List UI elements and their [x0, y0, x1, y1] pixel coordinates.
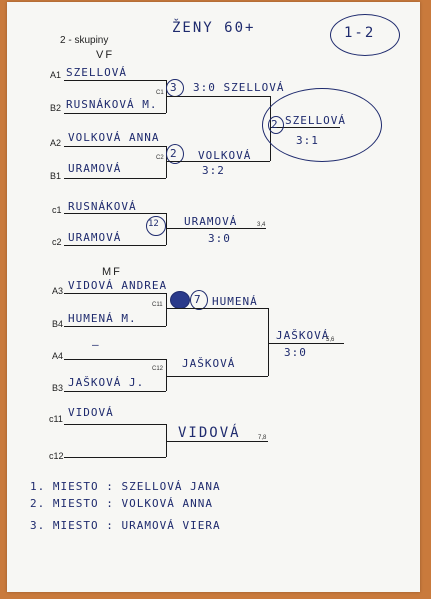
match34-score: 3:0 [208, 232, 231, 245]
slot-c12-lower: c12 [49, 451, 64, 461]
final12-court: 2 [271, 118, 279, 131]
final12-oval [262, 88, 382, 162]
slot-b2: B2 [50, 103, 62, 113]
match1-player2: RUSNÁKOVÁ M. [66, 98, 158, 111]
match34-player2: URAMOVÁ [68, 231, 122, 244]
category-badge-circle [330, 14, 400, 56]
match34-result-line [166, 228, 266, 229]
match34-player1: RUSNÁKOVÁ [68, 200, 137, 213]
match3-court: 7 [194, 293, 202, 306]
match2-player1: VOLKOVÁ ANNA [68, 131, 160, 144]
slot-a1: A1 [50, 70, 62, 80]
final12-court-circle [268, 116, 284, 134]
match2-winner: VOLKOVÁ [198, 149, 252, 162]
slot-c11-upper: C11 [152, 302, 163, 308]
match78-player1: VIDOVÁ [68, 406, 114, 419]
match78-line-top [64, 424, 166, 425]
match78-winner: VIDOVÁ [178, 425, 241, 441]
slot-c2-upper: C2 [156, 155, 164, 161]
slot-a3: A3 [52, 286, 64, 296]
final56-bracket [268, 308, 269, 376]
group-label: 2 - skupiny [60, 35, 109, 46]
match78-bracket [166, 424, 167, 457]
final12-winner: SZELLOVÁ [285, 114, 346, 127]
match1-court: 3 [170, 81, 178, 94]
match2-court: 2 [170, 147, 178, 160]
match34-winner: URAMOVÁ [184, 215, 238, 228]
match34-bracket [166, 213, 167, 245]
match2-line-top [64, 146, 166, 147]
match3-player1: VIDOVÁ ANDREA [68, 279, 168, 292]
place-5-6: 5,6 [326, 337, 335, 343]
match1-line-top [64, 80, 166, 81]
final56-winner: JAŠKOVÁ [276, 329, 330, 342]
match2-player2: URAMOVÁ [68, 162, 122, 175]
section-vf: VF [96, 49, 115, 61]
match1-player1: SZELLOVÁ [66, 66, 127, 79]
match4-result-line [166, 376, 268, 377]
match4-bracket [166, 359, 167, 391]
place-3-4: 3,4 [257, 222, 266, 228]
category-badge: 1-2 [344, 25, 376, 41]
slot-c11-lower: c11 [49, 414, 63, 424]
slot-b3: B3 [52, 383, 64, 393]
result-2: 2. MIESTO : VOLKOVÁ ANNA [30, 497, 213, 510]
slot-b1: B1 [50, 171, 62, 181]
page-title: ŽENY 60+ [172, 20, 256, 36]
result-1: 1. MIESTO : SZELLOVÁ JANA [30, 480, 221, 493]
result-3: 3. MIESTO : URAMOVÁ VIERA [30, 519, 221, 532]
final56-score: 3:0 [284, 346, 307, 359]
match3-player2: HUMENÁ M. [68, 312, 137, 325]
match34-court: 12 [148, 219, 159, 229]
slot-a2: A2 [50, 138, 62, 148]
slot-a4: A4 [52, 351, 64, 361]
match2-line-bottom [64, 178, 166, 179]
match3-line-top [64, 293, 166, 294]
final12-score: 3:1 [296, 134, 319, 147]
match2-court-circle [166, 144, 184, 164]
match3-result-line [166, 308, 268, 309]
match2-score: 3:2 [202, 164, 225, 177]
slot-c1-upper: C1 [156, 90, 164, 96]
final56-line [268, 343, 344, 344]
match34-line-bottom [64, 245, 166, 246]
match4-winner: JAŠKOVÁ [182, 357, 236, 370]
section-mf: MF [102, 266, 122, 278]
match2-result-line [166, 161, 270, 162]
match2-bracket [166, 146, 167, 178]
slot-b4: B4 [52, 319, 64, 329]
match3-court-circle [190, 290, 208, 310]
match78-result-line [166, 441, 268, 442]
match34-court-circle [146, 216, 166, 236]
match78-line-bottom [64, 457, 166, 458]
slot-c12-upper: C12 [152, 366, 164, 372]
match4-line-bottom [64, 391, 166, 392]
match1-line-bottom [64, 113, 166, 114]
match4-player1: — [92, 338, 100, 351]
match3-winner: HUMENÁ [212, 295, 258, 308]
slot-c2-lower: c2 [52, 237, 62, 247]
place-7-8: 7,8 [258, 435, 267, 441]
match4-player2: JAŠKOVÁ J. [68, 376, 145, 389]
match3-scribble [170, 291, 190, 309]
slot-c1-lower: c1 [52, 205, 62, 215]
match1-result-line [166, 96, 270, 97]
match3-line-bottom [64, 326, 166, 327]
match3-bracket [166, 293, 167, 326]
match4-line-top [64, 359, 166, 360]
match34-line-top [64, 213, 166, 214]
match1-result: 3:0 SZELLOVÁ [193, 81, 285, 94]
